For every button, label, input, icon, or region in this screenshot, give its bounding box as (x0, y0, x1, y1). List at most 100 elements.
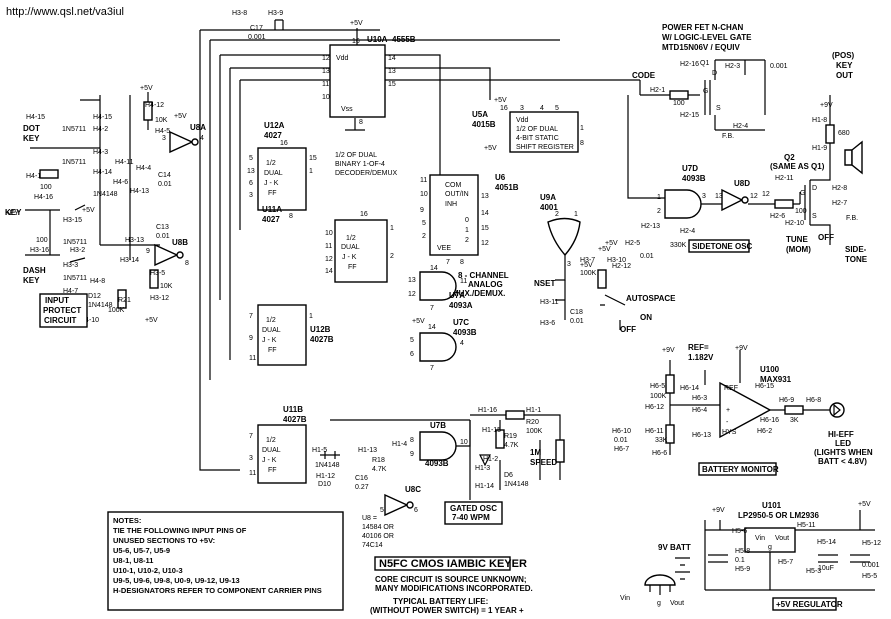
u10a-description-3: DECODER/DEMUX (335, 170, 398, 177)
svg-text:H5-3: H5-3 (806, 568, 821, 575)
svg-text:330K: 330K (670, 242, 687, 249)
u8a-label: U8A (190, 123, 206, 132)
svg-text:1N5711: 1N5711 (63, 275, 87, 282)
svg-text:1/2: 1/2 (266, 317, 276, 324)
svg-text:H3-11: H3-11 (540, 299, 559, 306)
d12-label-1: D12 (88, 293, 101, 300)
svg-text:H4-5: H4-5 (155, 128, 170, 135)
u6-desc-2: ANALOG (468, 280, 503, 289)
svg-text:12: 12 (762, 191, 770, 198)
svg-text:2: 2 (465, 237, 469, 244)
u9a-part: 4001 (540, 203, 558, 212)
svg-text:H4-11: H4-11 (115, 159, 134, 166)
u6-mux: COM OUT/IN INH 0 1 2 VEE 11 10 9 5 2 13 … (420, 145, 497, 266)
svg-text:3: 3 (520, 105, 524, 112)
svg-text:100: 100 (795, 208, 807, 215)
u11a-flipflop: 1/2 DUAL J - K FF 10 11 12 14 1 2 16 (325, 211, 394, 283)
svg-text:7: 7 (430, 365, 434, 372)
u7d-part: 4093B (682, 174, 706, 183)
svg-text:DUAL: DUAL (262, 447, 281, 454)
autospace-label: AUTOSPACE (626, 294, 676, 303)
svg-text:Vout: Vout (670, 600, 684, 607)
battery-monitor-box (698, 462, 777, 476)
svg-text:16: 16 (500, 105, 508, 112)
svg-text:1/2 OF DUAL: 1/2 OF DUAL (516, 126, 558, 133)
svg-text:2: 2 (657, 208, 661, 215)
svg-text:9: 9 (410, 451, 414, 458)
pos-key-out-1: (POS) (832, 51, 855, 60)
u12a-flipflop: 1/2 DUAL J - K FF 5 13 6 3 15 1 16 8 (247, 140, 317, 220)
gated-osc-2: 7-40 WPM (452, 513, 490, 522)
input-protect-box (39, 293, 88, 328)
battery-monitor: +9V +9V H6-5 100K H6-12 H6-14 H6-3 H6-4 … (612, 345, 845, 457)
battery-monitor-label: BATTERY MONITOR (702, 465, 779, 474)
input-section: H4-15 H4-15 H4-2 1N5711 H4-3 1N5711 H4-1… (5, 85, 187, 324)
svg-text:2: 2 (422, 233, 426, 240)
regulator-label: +5V REGULATOR (776, 600, 843, 609)
hi-eff-led-2: LED (835, 439, 851, 448)
svg-text:14: 14 (481, 210, 489, 217)
svg-text:0: 0 (465, 217, 469, 224)
svg-text:H2-13: H2-13 (641, 223, 660, 230)
svg-text:100: 100 (36, 237, 48, 244)
u7c-part: 4093B (453, 328, 477, 337)
svg-text:3: 3 (249, 192, 253, 199)
svg-text:8: 8 (410, 437, 414, 444)
svg-text:4-BIT STATIC: 4-BIT STATIC (516, 135, 559, 142)
svg-text:0.001: 0.001 (862, 562, 880, 569)
svg-text:H2-11: H2-11 (775, 175, 794, 182)
svg-text:6: 6 (410, 351, 414, 358)
u8d-label: U8D (734, 179, 750, 188)
svg-text:H6-10: H6-10 (612, 428, 631, 435)
u12b-part: 4027B (310, 335, 334, 344)
svg-text:D: D (712, 70, 717, 77)
autospace-off: OFF (620, 325, 636, 334)
ref-label-2: 1.182V (688, 353, 714, 362)
sidetone-osc-label: SIDETONE OSC (692, 242, 753, 251)
u6-part: 4051B (495, 183, 519, 192)
u8-note-3: 40106 OR (362, 533, 394, 540)
source-url: http://www.qsl.net/va3iul (6, 6, 125, 18)
svg-text:8: 8 (460, 259, 464, 266)
svg-text:+5V: +5V (580, 262, 593, 269)
svg-text:H3-13: H3-13 (125, 237, 144, 244)
svg-text:1: 1 (309, 313, 313, 320)
r18-label-2: 4.7K (372, 466, 387, 473)
input-protect-3: CIRCUIT (44, 316, 77, 325)
u6-label: U6 (495, 173, 506, 182)
pos-key-out-3: OUT (836, 71, 853, 80)
svg-text:H2-5: H2-5 (625, 240, 640, 247)
r20-label-2: 100K (526, 428, 543, 435)
svg-text:H1-12: H1-12 (316, 473, 335, 480)
power-fet-2: W/ LOGIC-LEVEL GATE (662, 33, 752, 42)
u10a-label: U10A (367, 35, 388, 44)
svg-text:H6-12: H6-12 (645, 404, 664, 411)
svg-text:H3-16: H3-16 (30, 247, 49, 254)
svg-text:H1-8: H1-8 (812, 117, 827, 124)
svg-text:H1-15: H1-15 (482, 427, 501, 434)
sidetone-label-2: TONE (845, 255, 868, 264)
regulator-pinout: Vin g Vout (620, 574, 684, 607)
svg-text:+5V: +5V (82, 207, 95, 214)
speed-label-2: SPEED (530, 458, 557, 467)
svg-text:8: 8 (289, 213, 293, 220)
svg-text:H2-6: H2-6 (770, 213, 785, 220)
svg-text:10: 10 (325, 230, 333, 237)
svg-text:5: 5 (555, 105, 559, 112)
u100-label-1: U100 (760, 365, 780, 374)
u8-note-4: 74C14 (362, 542, 383, 549)
q2-label-1: Q2 (784, 153, 795, 162)
svg-text:10uF: 10uF (818, 565, 834, 572)
svg-text:+5V: +5V (145, 317, 158, 324)
svg-text:14: 14 (428, 324, 436, 331)
svg-text:0.01: 0.01 (570, 318, 584, 325)
autospace-section: H3-11 C18 0.01 H3-6 H3-7 100K +5V (540, 257, 626, 330)
svg-text:15: 15 (388, 81, 396, 88)
key-label: KEY (5, 208, 22, 217)
power-fet-3: MTD15N06V / EQUIV (662, 43, 740, 52)
svg-text:H3-5: H3-5 (150, 270, 165, 277)
svg-text:H3-14: H3-14 (120, 257, 139, 264)
svg-text:1N5711: 1N5711 (62, 126, 86, 133)
svg-text:D: D (812, 185, 817, 192)
